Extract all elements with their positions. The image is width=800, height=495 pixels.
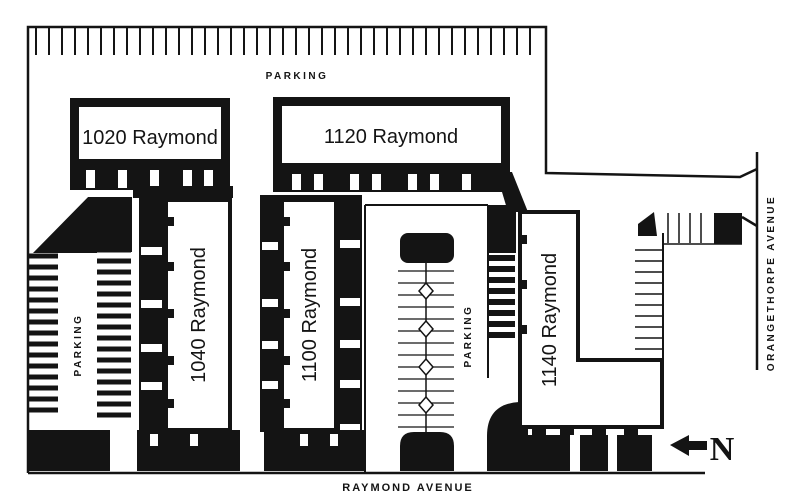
- central-parking-label: PARKING: [463, 305, 474, 368]
- building-1100-west-docks: [260, 202, 280, 432]
- building-1120-label: 1120 Raymond: [324, 126, 458, 148]
- central-parking-lot: PARKING: [364, 204, 489, 473]
- building-1140-label: 1140 Raymond: [539, 253, 561, 387]
- west-stalls-outer: [29, 253, 58, 413]
- west-lot-south-island: [28, 430, 110, 471]
- north-parking-strip: PARKING: [35, 28, 531, 82]
- building-1040-west-docks: [139, 198, 164, 432]
- southeast-drive-island: [487, 402, 528, 471]
- compass: N: [670, 431, 735, 468]
- west-stalls-inner: [97, 225, 131, 418]
- building-1100: 1100 Raymond: [260, 195, 362, 432]
- building-1100-label: 1100 Raymond: [299, 248, 321, 382]
- site-boundary: [26, 25, 759, 475]
- building-1120: 1120 Raymond: [265, 97, 528, 212]
- building-1140-west-stalls: [489, 255, 515, 338]
- east-lot-wedge: [638, 212, 657, 236]
- north-arrow-icon: [670, 435, 707, 456]
- north-parking-label: PARKING: [266, 71, 329, 82]
- raymond-avenue-label: RAYMOND AVENUE: [342, 482, 474, 494]
- building-1100-east-docks: [338, 202, 362, 432]
- east-lot-top-stalls: [667, 213, 702, 243]
- west-lot-north-island: [33, 182, 132, 253]
- east-driveway-line: [741, 215, 758, 228]
- building-1140: 1140 Raymond: [487, 205, 664, 471]
- building-1040-label: 1040 Raymond: [188, 247, 210, 383]
- orangethorpe-avenue-label: ORANGETHORPE AVENUE: [766, 195, 777, 371]
- east-lot-island: [714, 213, 742, 244]
- central-lot-north-island: [400, 233, 454, 263]
- west-parking-label: PARKING: [73, 314, 84, 377]
- compass-north-label: N: [710, 431, 735, 468]
- south-frontage: [137, 425, 652, 471]
- central-lot-south-island: [400, 432, 454, 471]
- building-1120-corner-wedge: [496, 172, 528, 212]
- east-parking-area: [635, 212, 742, 362]
- central-lot-diamonds: [418, 281, 434, 415]
- building-1020: 1020 Raymond: [62, 98, 238, 197]
- building-1040: 1040 Raymond: [133, 186, 233, 432]
- east-lot-side-stalls: [635, 249, 663, 350]
- west-parking-lot: PARKING: [28, 182, 132, 471]
- building-1020-label: 1020 Raymond: [82, 127, 218, 149]
